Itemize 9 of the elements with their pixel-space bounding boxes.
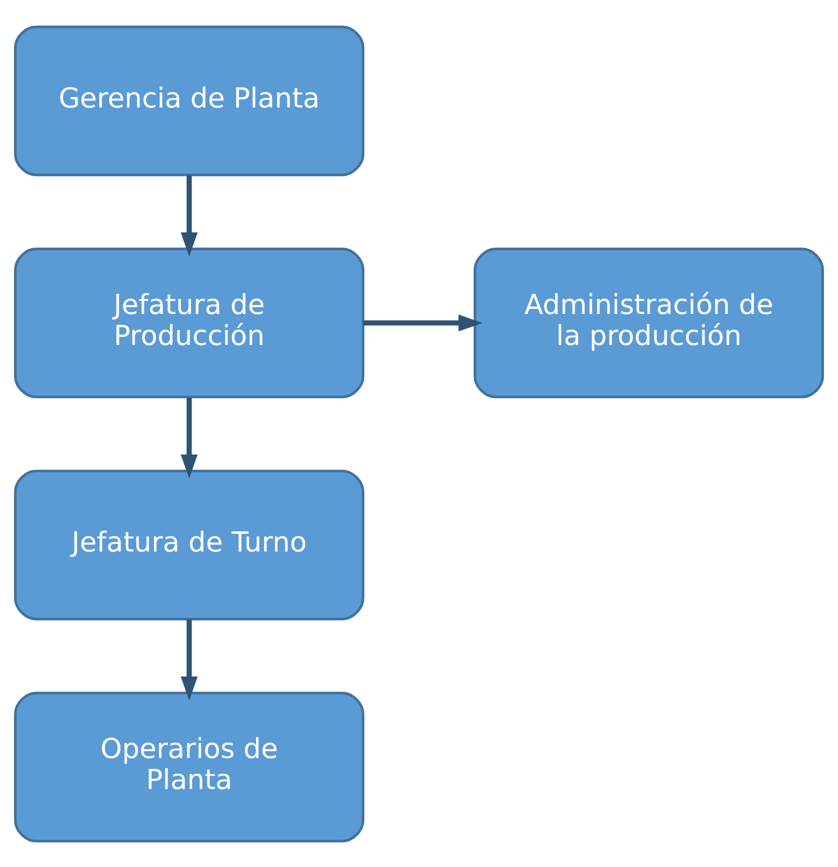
arrow [363,314,483,331]
node-box: Gerencia de Planta [14,25,364,176]
arrow [180,619,198,700]
arrow [180,397,198,478]
node-box: Administración de la producción [474,247,824,398]
arrow [180,174,198,256]
node-box: Operarios de Planta [14,691,364,842]
node-box: Jefatura de Producción [14,247,364,398]
node-box: Jefatura de Turno [14,469,364,620]
